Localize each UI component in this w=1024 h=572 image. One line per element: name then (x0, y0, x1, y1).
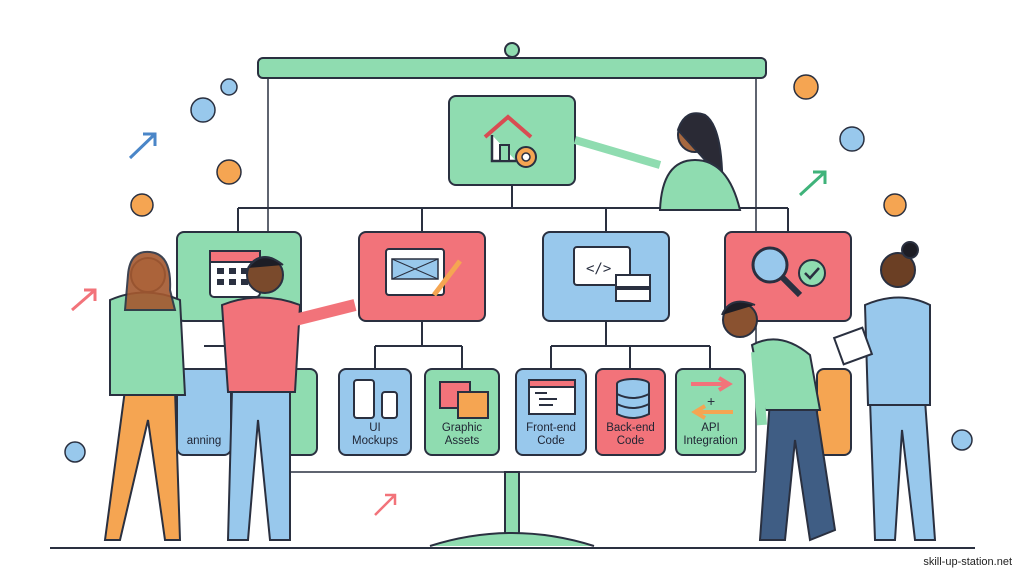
code-server-icon: </> (573, 246, 651, 302)
lightbulb-icon (883, 193, 907, 217)
arrow-icon (374, 493, 397, 516)
arrow-icon (798, 170, 827, 197)
task-label: Mockups (351, 435, 399, 447)
design-brush-icon (385, 248, 462, 297)
task-label: Code (537, 435, 565, 447)
task-label: Assets (444, 435, 480, 447)
presenter-woman-top (573, 112, 742, 211)
gear-icon (190, 97, 216, 123)
task-label: Code (616, 435, 645, 447)
coin-icon (216, 159, 242, 185)
house-gear-icon (483, 114, 537, 168)
task-label: API (701, 422, 720, 434)
code-window-icon (528, 379, 576, 415)
arrow-icon (71, 288, 97, 312)
task-label: Integration (683, 435, 738, 447)
task-label: Front-end (526, 422, 576, 434)
level2-node-design (358, 231, 486, 322)
woman-right (832, 241, 937, 541)
gear-icon (951, 429, 973, 451)
plug-icon: + (691, 376, 733, 420)
task-label: Back-end (606, 422, 655, 434)
gear-icon (839, 126, 865, 152)
task-label: anning (186, 435, 222, 447)
decorations (64, 74, 973, 516)
level2-node-development: </> (542, 231, 670, 322)
coin-icon (793, 74, 819, 100)
arrow-icon (128, 132, 157, 160)
watermark: skill-up-station.net (923, 556, 1012, 568)
svg-text:+: + (707, 393, 715, 409)
root-node (448, 95, 576, 186)
gear-icon (220, 78, 238, 96)
task-label: Graphic (441, 422, 483, 434)
man-left (220, 256, 357, 541)
magnifier-check-icon (751, 246, 826, 298)
images-icon (439, 381, 489, 419)
man-right (721, 300, 837, 542)
woman-left (103, 250, 187, 541)
phones-icon (353, 379, 398, 419)
svg-text:</>: </> (586, 261, 611, 277)
gear-icon (64, 441, 86, 463)
database-icon (616, 378, 650, 419)
task-label: UI (369, 422, 381, 434)
level2-node-testing (724, 231, 852, 322)
lightbulb-icon (130, 193, 154, 217)
